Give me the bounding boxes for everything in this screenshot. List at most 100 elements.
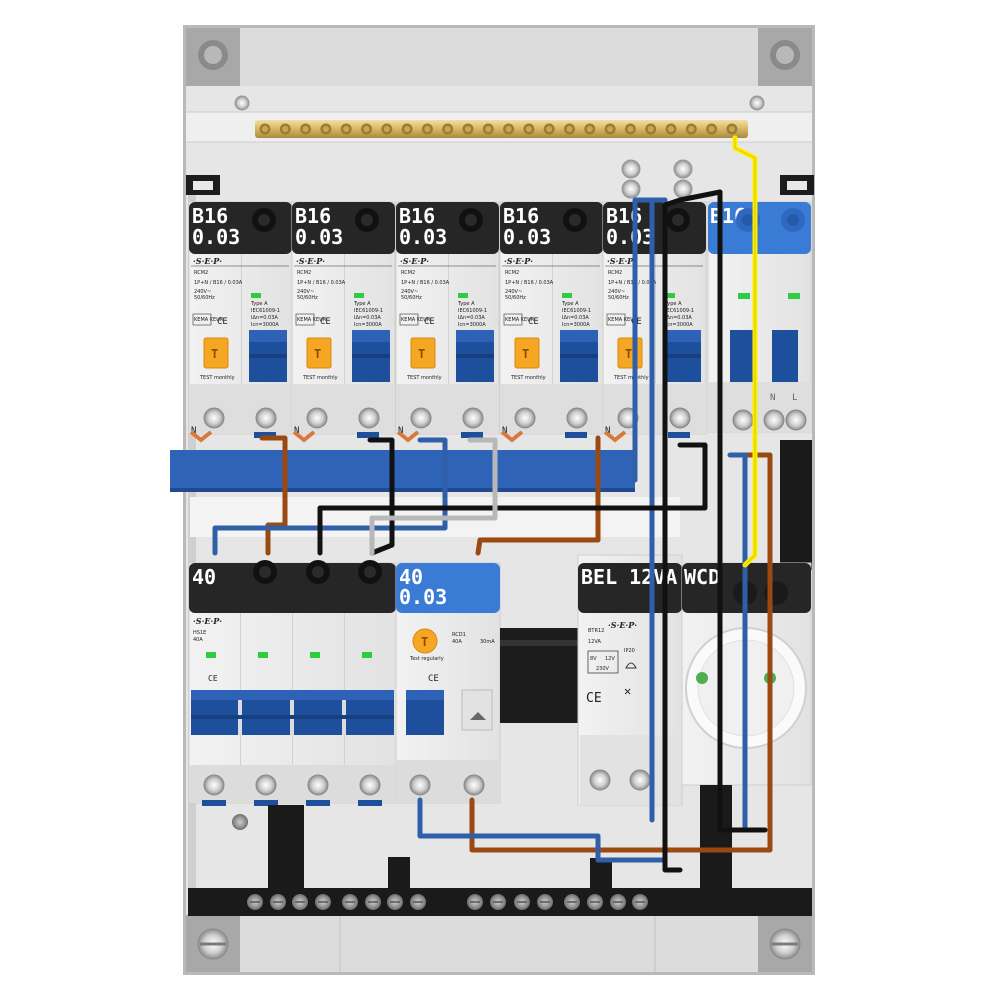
rcbo-voltage: 240V~ xyxy=(608,289,625,295)
corner-mount-bottom-right xyxy=(758,915,812,972)
rcbo-kema: KEMA KEUR xyxy=(194,317,224,323)
rcbo-ce: CE xyxy=(528,317,539,327)
rcbo-test-key: T xyxy=(418,347,425,361)
rcbo-spec: 1P+N / B16 / 0.03A xyxy=(194,280,243,286)
neutral-marker: N xyxy=(191,426,196,436)
terminal-screw[interactable] xyxy=(462,407,484,429)
terminal-screw[interactable] xyxy=(669,407,691,429)
row2-rcd-module[interactable]: 40 0.03 T RCD1 40A 30mA Test regularly C… xyxy=(395,562,501,804)
main-switch-ce: CE xyxy=(208,674,218,683)
wire-grey xyxy=(369,437,498,556)
rcbo-brand: ·S·E·P· xyxy=(607,256,636,266)
neutral-marker: N xyxy=(294,426,299,436)
rcbo-status-led xyxy=(354,293,364,298)
bottom-cover xyxy=(240,915,758,972)
rcbo-spec: 1P+N / B16 / 0.03A xyxy=(297,280,346,286)
wiring xyxy=(212,135,773,873)
rcbo-voltage: 240V~ xyxy=(505,289,522,295)
bell-ip: IP20 xyxy=(624,648,635,654)
earth-clamp-screws xyxy=(621,159,693,199)
rcbo-test-button[interactable] xyxy=(514,337,540,369)
terminal-screw[interactable] xyxy=(203,774,225,796)
terminal-screw[interactable] xyxy=(307,774,329,796)
rcbo-status-led xyxy=(458,293,468,298)
rcbo-kema: KEMA KEUR xyxy=(505,317,535,323)
bottom-terminal-bolts xyxy=(232,814,648,910)
rcbo-freq: 50/60Hz xyxy=(505,295,526,301)
rcbo-rating: B16 xyxy=(399,204,435,228)
wcd-label: WCD xyxy=(684,565,720,589)
terminal-screw[interactable] xyxy=(255,774,277,796)
rcbo-model: RCM2 xyxy=(505,270,519,276)
rcbo-test-text: TEST monthly xyxy=(302,375,338,381)
rcbo-rating: B16 xyxy=(192,204,228,228)
rcbo-test-text: TEST monthly xyxy=(510,375,546,381)
terminal-screw[interactable] xyxy=(255,407,277,429)
rcbo-test-button[interactable] xyxy=(203,337,229,369)
wire-black-2 xyxy=(367,437,395,556)
terminal-screw[interactable] xyxy=(358,407,380,429)
rcbo-freq: 50/60Hz xyxy=(401,295,422,301)
rcbo-sensitivity: 0.03 xyxy=(295,225,343,249)
rcbo-voltage: 240V~ xyxy=(297,289,314,295)
terminal-screw[interactable] xyxy=(359,774,381,796)
rcd-test-key[interactable]: T xyxy=(421,635,428,649)
rcbo-brand: ·S·E·P· xyxy=(296,256,325,266)
rcd-amps: 40A xyxy=(452,639,462,645)
neutral-marker: N xyxy=(605,426,610,436)
earth-busbar xyxy=(255,120,748,138)
main-switch-brand: ·S·E·P· xyxy=(193,616,222,626)
bell-icon xyxy=(625,662,637,669)
rcbo-status-led xyxy=(562,293,572,298)
rcbo-standard: IEC61009-1 xyxy=(665,308,694,314)
rcbo-spec: 1P+N / B16 / 0.03A xyxy=(505,280,554,286)
rcbo-model: RCM2 xyxy=(194,270,208,276)
svg-text:N: N xyxy=(770,393,775,403)
rcbo-sensitivity: 0.03 xyxy=(399,225,447,249)
rcbo-status-led xyxy=(665,293,675,298)
wire-brown-2 xyxy=(475,435,601,556)
row1-blue-module[interactable]: B16 N L xyxy=(707,201,812,433)
rcbo-idn: IΔn=0.03A xyxy=(458,315,485,321)
svg-text:L: L xyxy=(792,393,797,403)
bell-label-plate xyxy=(578,563,682,613)
rcbo-standard: IEC61009-1 xyxy=(458,308,487,314)
terminal-screw[interactable] xyxy=(566,407,588,429)
neutral-marker: N xyxy=(502,426,507,436)
rcbo-status-led xyxy=(251,293,261,298)
rail-screw-left xyxy=(234,95,250,111)
terminal-screw[interactable] xyxy=(514,407,536,429)
rcbo-freq: 50/60Hz xyxy=(608,295,629,301)
rcbo-test-text: TEST monthly xyxy=(406,375,442,381)
rcbo-idn: IΔn=0.03A xyxy=(562,315,589,321)
rcbo-icn: Icn=3000A xyxy=(251,322,279,328)
terminal-screw[interactable] xyxy=(203,407,225,429)
main-switch-label: 40 xyxy=(192,565,216,589)
rcbo-kema: KEMA KEUR xyxy=(297,317,327,323)
rcbo-sensitivity: 0.03 xyxy=(192,225,240,249)
rcbo-test-key: T xyxy=(211,347,218,361)
rcbo-test-button[interactable] xyxy=(306,337,332,369)
rcd-sensitivity: 0.03 xyxy=(399,585,447,609)
terminal-screw[interactable] xyxy=(306,407,328,429)
main-switch-model: HS1E xyxy=(193,630,206,636)
rcbo-test-key: T xyxy=(625,347,632,361)
rcbo-test-key: T xyxy=(522,347,529,361)
rcbo-ce: CE xyxy=(424,317,435,327)
bell-label: BEL 12VA xyxy=(581,565,677,589)
rcbo-rating: B16 xyxy=(295,204,331,228)
rcbo-type: Type A xyxy=(664,301,682,307)
main-switch-amps: 40A xyxy=(193,637,203,643)
rcbo-type: Type A xyxy=(457,301,475,307)
rcbo-brand: ·S·E·P· xyxy=(193,256,222,266)
rcbo-type: Type A xyxy=(250,301,268,307)
terminal-screw[interactable] xyxy=(410,407,432,429)
rcbo-idn: IΔn=0.03A xyxy=(251,315,278,321)
rcbo-test-button[interactable] xyxy=(410,337,436,369)
